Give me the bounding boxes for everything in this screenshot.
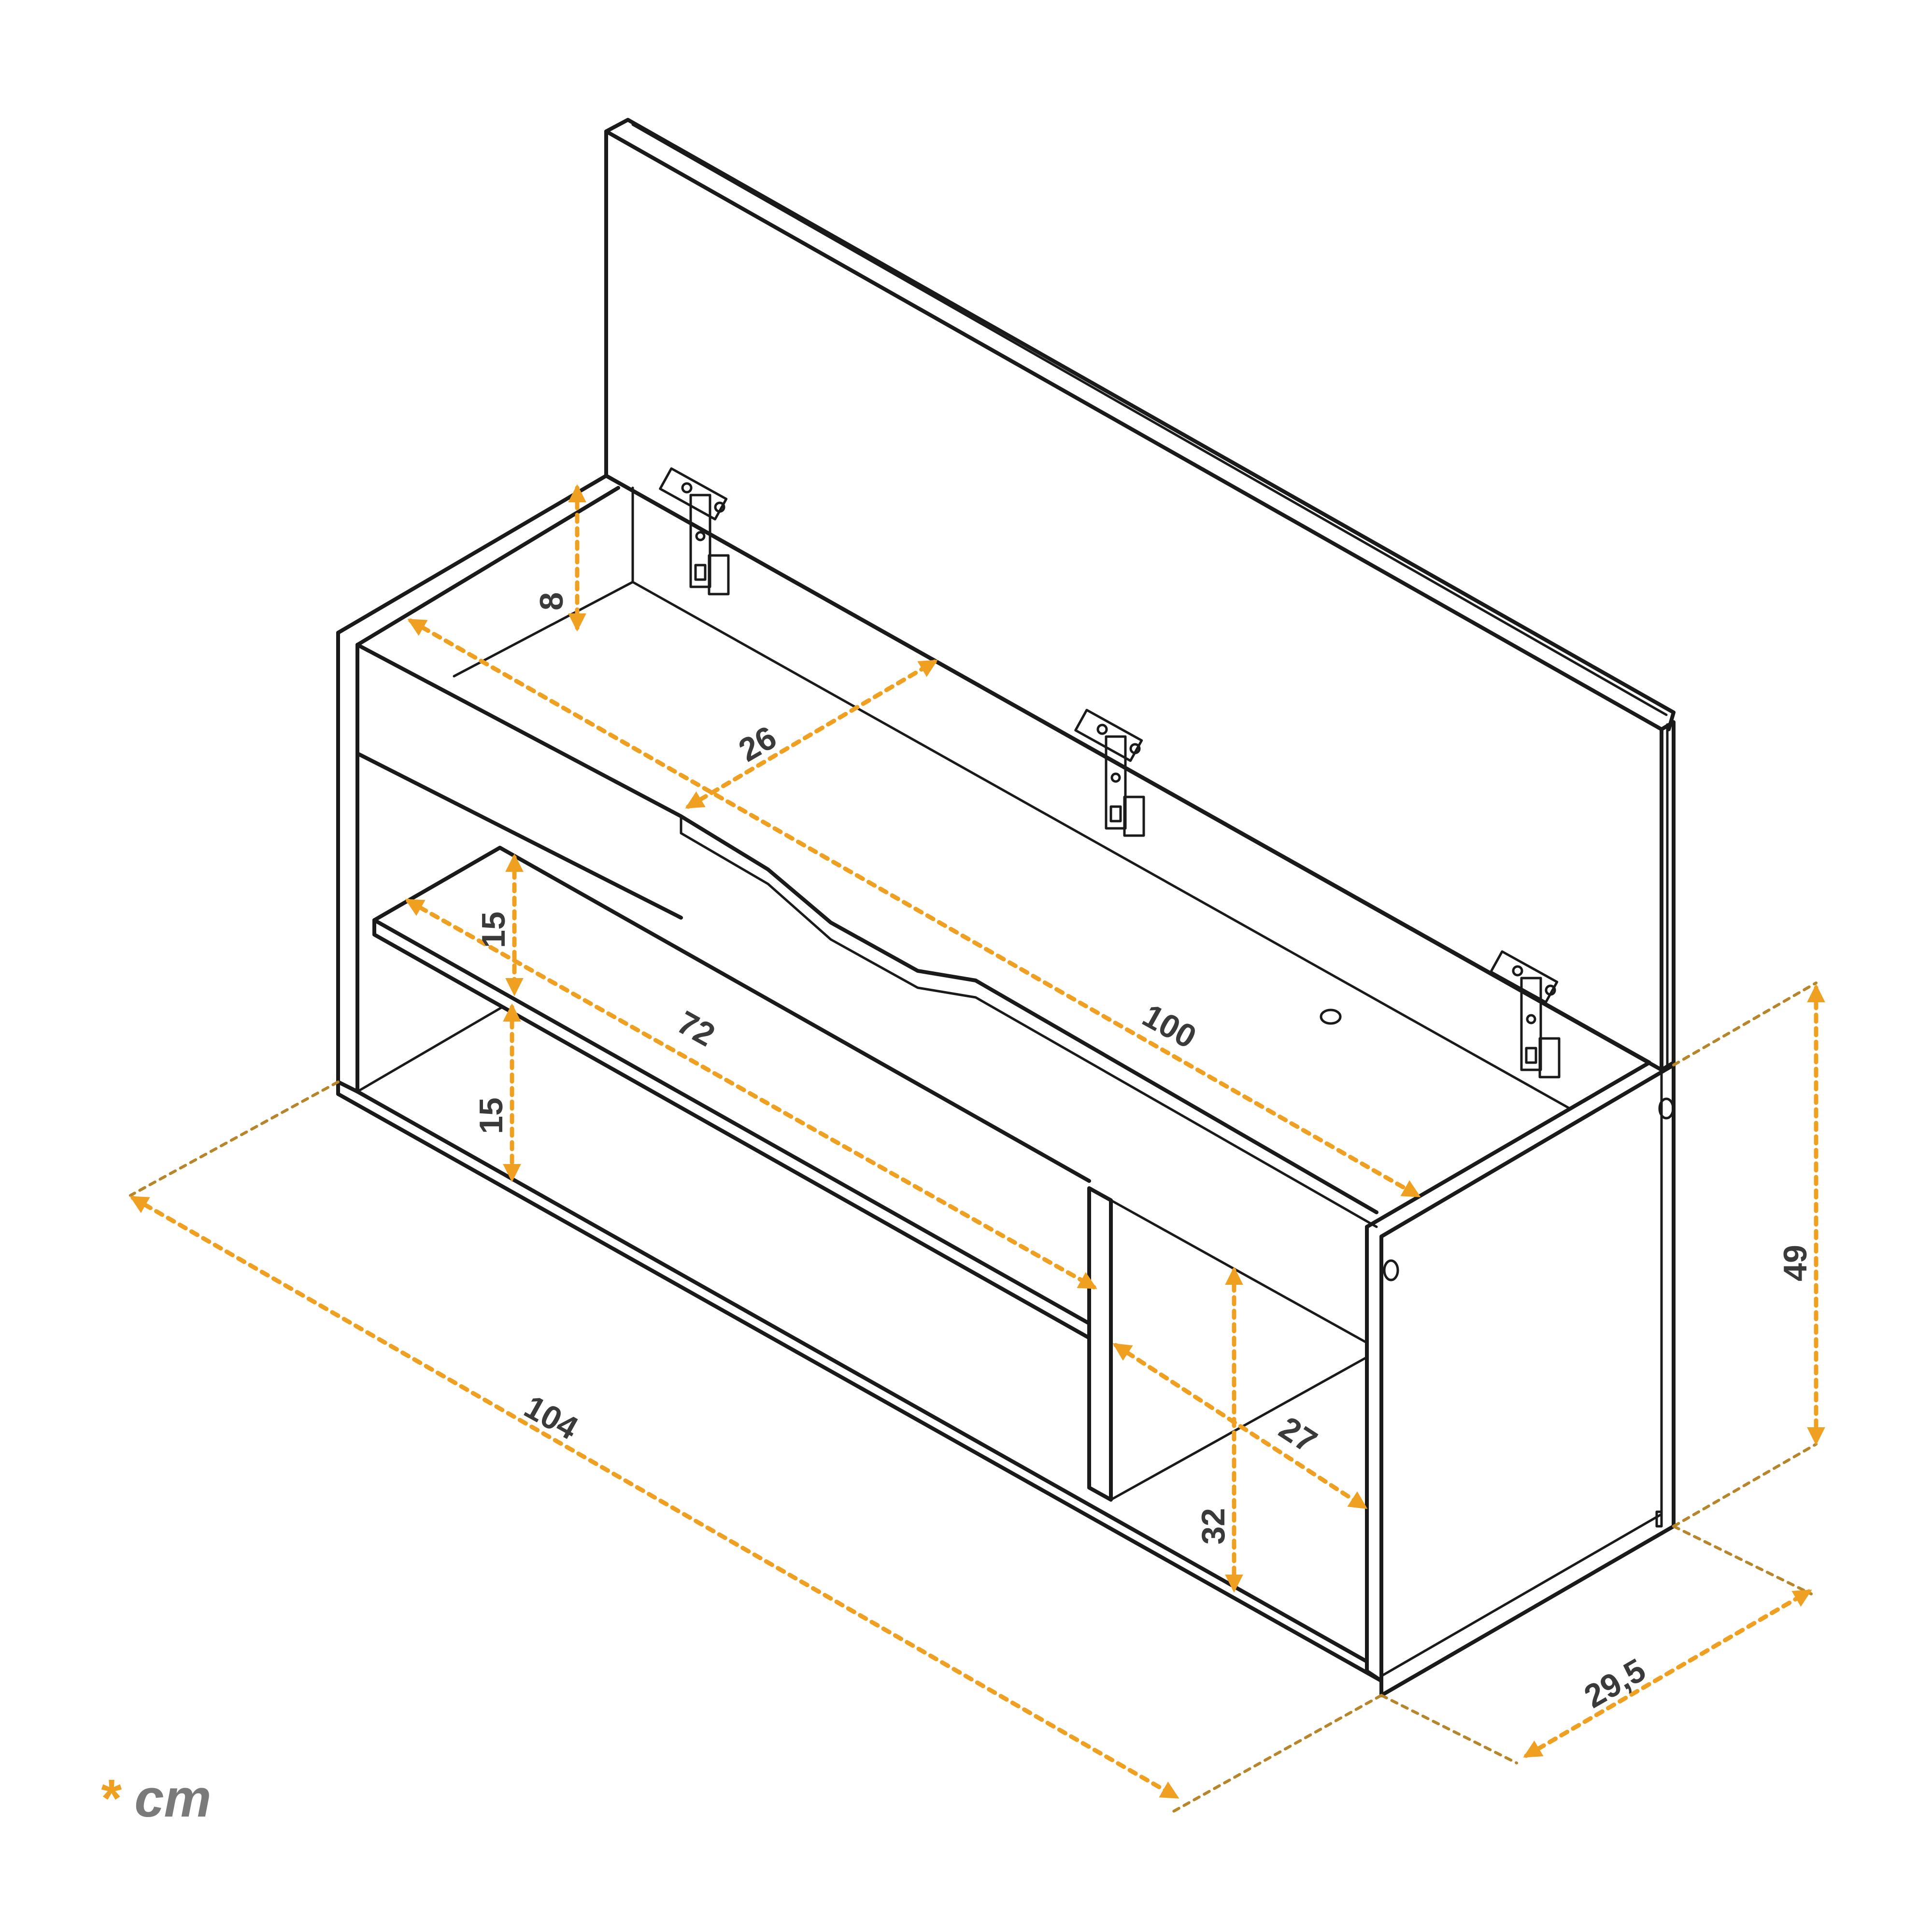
dim-total-height-label: 49 bbox=[1777, 1245, 1814, 1281]
dim-compartment-depth-line bbox=[1112, 1343, 1368, 1509]
lid-hole bbox=[1320, 1009, 1342, 1025]
extension-lines bbox=[129, 981, 1818, 1813]
dim-total-depth-line bbox=[1523, 1589, 1812, 1758]
dim-inner-width-line bbox=[407, 618, 1421, 1198]
dimension-lines bbox=[129, 484, 1825, 1799]
dim-total-width-label: 104 bbox=[518, 1388, 584, 1447]
dim-shelf-gap-bottom-label: 15 bbox=[473, 1097, 510, 1134]
hinge-left-icon bbox=[659, 467, 730, 596]
dim-inner-depth-label: 26 bbox=[733, 719, 783, 769]
dim-shelf-gap-top-label: 15 bbox=[475, 911, 512, 948]
dim-inner-width-label: 100 bbox=[1136, 997, 1202, 1055]
bench-lid bbox=[604, 118, 1676, 1072]
dim-compartment-height-label: 32 bbox=[1195, 1508, 1232, 1545]
bench-body bbox=[336, 474, 1676, 1697]
hinge-right-icon bbox=[1490, 950, 1561, 1079]
dim-lid-height-label: 8 bbox=[533, 592, 570, 611]
asterisk-icon: * bbox=[99, 1769, 120, 1828]
dim-total-width-line bbox=[129, 1195, 1179, 1799]
dim-shelf-width-label: 72 bbox=[671, 1004, 721, 1053]
unit-legend: * cm bbox=[99, 1768, 211, 1829]
unit-label: cm bbox=[134, 1769, 212, 1828]
